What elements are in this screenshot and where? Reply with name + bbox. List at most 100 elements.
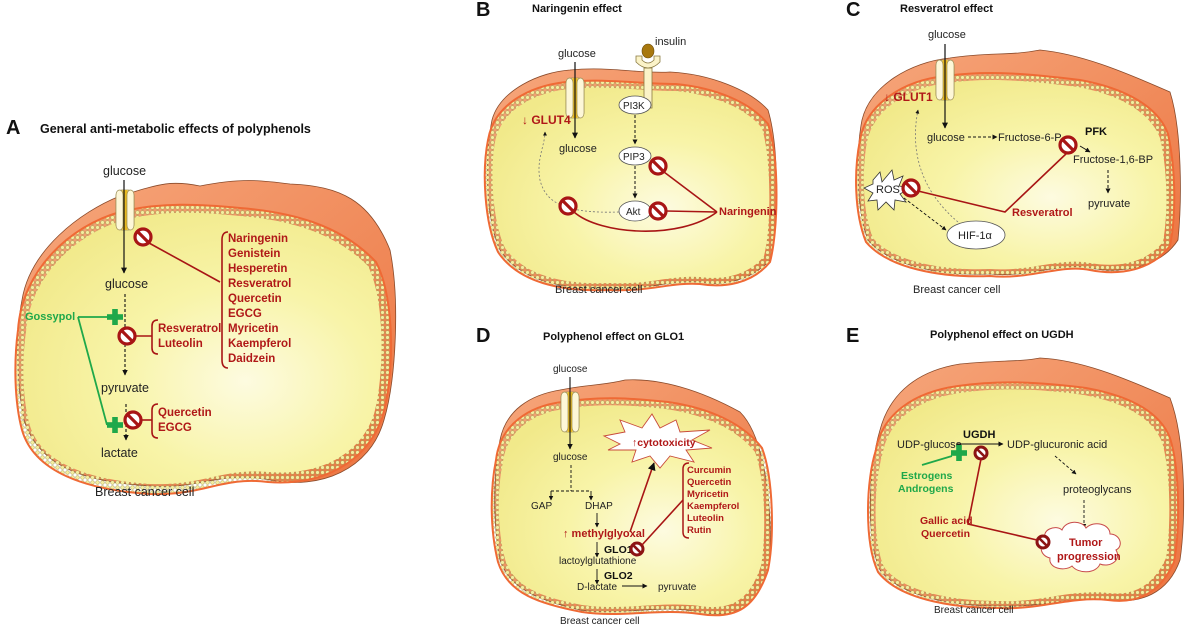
a-cell-caption: Breast cancer cell: [95, 485, 194, 499]
inhibitor-genistein: Genistein: [228, 248, 280, 260]
inhibitor-hesperetin: Hesperetin: [228, 263, 287, 275]
c-glut1: ↓ GLUT1: [884, 90, 933, 104]
c-f6p: Fructose-6-P: [998, 132, 1062, 144]
c-glut1-feedback-arrow: [915, 109, 959, 223]
panel-e-label: E: [846, 325, 859, 347]
c-resveratrol-lines: [917, 151, 1069, 213]
e-ugdh: UGDH: [963, 429, 995, 441]
inhibitor-rutin: Rutin: [687, 525, 711, 536]
d-lactoylglutathione: lactoylglutathione: [559, 556, 637, 567]
inhibitor-quercetin-d: Quercetin: [687, 477, 732, 488]
b-pip3: PIP3: [623, 152, 645, 163]
e-inhibit-lines: [967, 458, 1038, 541]
inhibitor-kaempferol-d: Kaempferol: [687, 501, 739, 512]
b-insulin: insulin: [655, 36, 686, 48]
c-pfk-arrow: [1079, 145, 1091, 153]
inhibitor-resveratrol-2: Resveratrol: [158, 323, 221, 335]
panel-c-label: C: [846, 0, 860, 21]
glucose-transporter-a: [115, 189, 135, 231]
e-androgens: Androgens: [898, 483, 954, 495]
d-inhibit-line: [641, 499, 684, 546]
b-glut4-inhibit-icon: [558, 196, 578, 216]
a-glycolysis-inhibit-icon: [117, 326, 137, 346]
c-f16bp: Fructose-1,6-BP: [1073, 154, 1153, 166]
inhibitor-egcg-2: EGCG: [158, 422, 192, 434]
node-pi3k: [618, 95, 652, 115]
a-glucose-out: glucose: [103, 164, 146, 178]
panel-d: D Polyphenol effect on GLO1 glucose gluc…: [476, 325, 773, 627]
inhibitor-luteolin: Luteolin: [158, 338, 203, 350]
d-gap: GAP: [531, 501, 552, 512]
cell-b-cytoplasm: [492, 87, 770, 284]
inhibitor-quercetin: Quercetin: [228, 293, 282, 305]
d-glucose-in: glucose: [553, 452, 588, 463]
inhibitor-myricetin: Myricetin: [228, 323, 279, 335]
ros-burst-icon: [863, 169, 912, 211]
panel-e-title: Polyphenol effect on UGDH: [930, 329, 1074, 341]
cell-c-cytoplasm: [863, 80, 1167, 270]
a-gossypol: Gossypol: [25, 311, 75, 323]
a-gossypol-line-2: [77, 316, 108, 426]
d-cell-caption: Breast cancer cell: [560, 616, 639, 627]
c-cell-caption: Breast cancer cell: [913, 284, 1000, 296]
e-cell-caption: Breast cancer cell: [934, 605, 1013, 616]
e-proteoglycans: proteoglycans: [1063, 484, 1132, 496]
b-glut4-feedback-arrow: [538, 131, 620, 213]
b-cell-caption: Breast cancer cell: [555, 284, 642, 296]
c-ros: ROS: [876, 184, 900, 196]
a-pyruvate: pyruvate: [101, 381, 149, 395]
cell-b: [483, 68, 778, 292]
b-inhibit-line-pip3: [663, 171, 718, 213]
d-inhibitor-bracket: [682, 462, 690, 539]
inhibitor-resveratrol: Resveratrol: [228, 278, 291, 290]
e-ugdh-inhibit-icon: [973, 445, 989, 461]
panel-a: A General anti-metabolic effects of poly…: [6, 117, 397, 499]
a-transporter-inhibit-icon: [133, 227, 153, 247]
panel-b-label: B: [476, 0, 490, 21]
panel-b: B Naringenin effect glucose glucose insu…: [476, 0, 778, 296]
c-hif: HIF-1α: [958, 230, 993, 242]
cytotoxicity-burst-icon: [602, 413, 713, 469]
c-glucose-out: glucose: [928, 29, 966, 41]
e-quercetin: Quercetin: [921, 528, 970, 540]
cell-d: [490, 379, 773, 617]
a-inhibitor-bracket-3: [151, 403, 159, 439]
panel-d-title: Polyphenol effect on GLO1: [543, 331, 684, 343]
a-glucose-in: glucose: [105, 277, 148, 291]
inhibitor-quercetin-2: Quercetin: [158, 407, 212, 419]
inhibitor-kaempferol: Kaempferol: [228, 338, 291, 350]
c-ros-inhibit-icon: [901, 178, 921, 198]
cell-d-cytoplasm: [498, 405, 765, 608]
panel-d-label: D: [476, 325, 490, 347]
d-dlactate: D-lactate: [577, 582, 617, 593]
a-lactate: lactate: [101, 446, 138, 460]
a-inhibitor-bracket-1: [221, 231, 229, 369]
b-inhibit-line-akt: [665, 210, 718, 213]
tumor-cloud-icon: [1040, 521, 1121, 573]
insulin-receptor: [635, 43, 661, 109]
d-dhap: DHAP: [585, 501, 613, 512]
e-tumor-line2: progression: [1057, 551, 1121, 563]
d-glucose-out: glucose: [553, 364, 588, 375]
e-estrogens: Estrogens: [901, 470, 953, 482]
inhibitor-luteolin-d: Luteolin: [687, 513, 724, 524]
a-transporter-inhibitor-list: Naringenin Genistein Hesperetin Resverat…: [228, 233, 291, 365]
d-mg-cytotoxicity-arrow: [629, 462, 656, 533]
panel-b-title: Naringenin effect: [532, 3, 622, 15]
panel-a-title: General anti-metabolic effects of polyph…: [40, 122, 311, 136]
d-glo1: GLO1: [604, 544, 633, 556]
b-glucose-out: glucose: [558, 48, 596, 60]
c-pfk: PFK: [1085, 126, 1107, 138]
b-glut4: ↓ GLUT4: [522, 113, 571, 127]
inhibitor-egcg: EGCG: [228, 308, 262, 320]
d-glo1-inhibit-icon: [629, 541, 645, 557]
b-pip3-inhibit-icon: [648, 156, 668, 176]
d-pyruvate: pyruvate: [658, 582, 697, 593]
b-akt-inhibit-icon: [648, 201, 668, 221]
inhibitor-naringenin: Naringenin: [228, 233, 288, 245]
panel-c-title: Resveratrol effect: [900, 3, 993, 15]
d-methylglyoxal: ↑ methylglyoxal: [563, 528, 645, 540]
a-transporter-inhibit-line: [148, 242, 221, 283]
c-glucose-in: glucose: [927, 132, 965, 144]
